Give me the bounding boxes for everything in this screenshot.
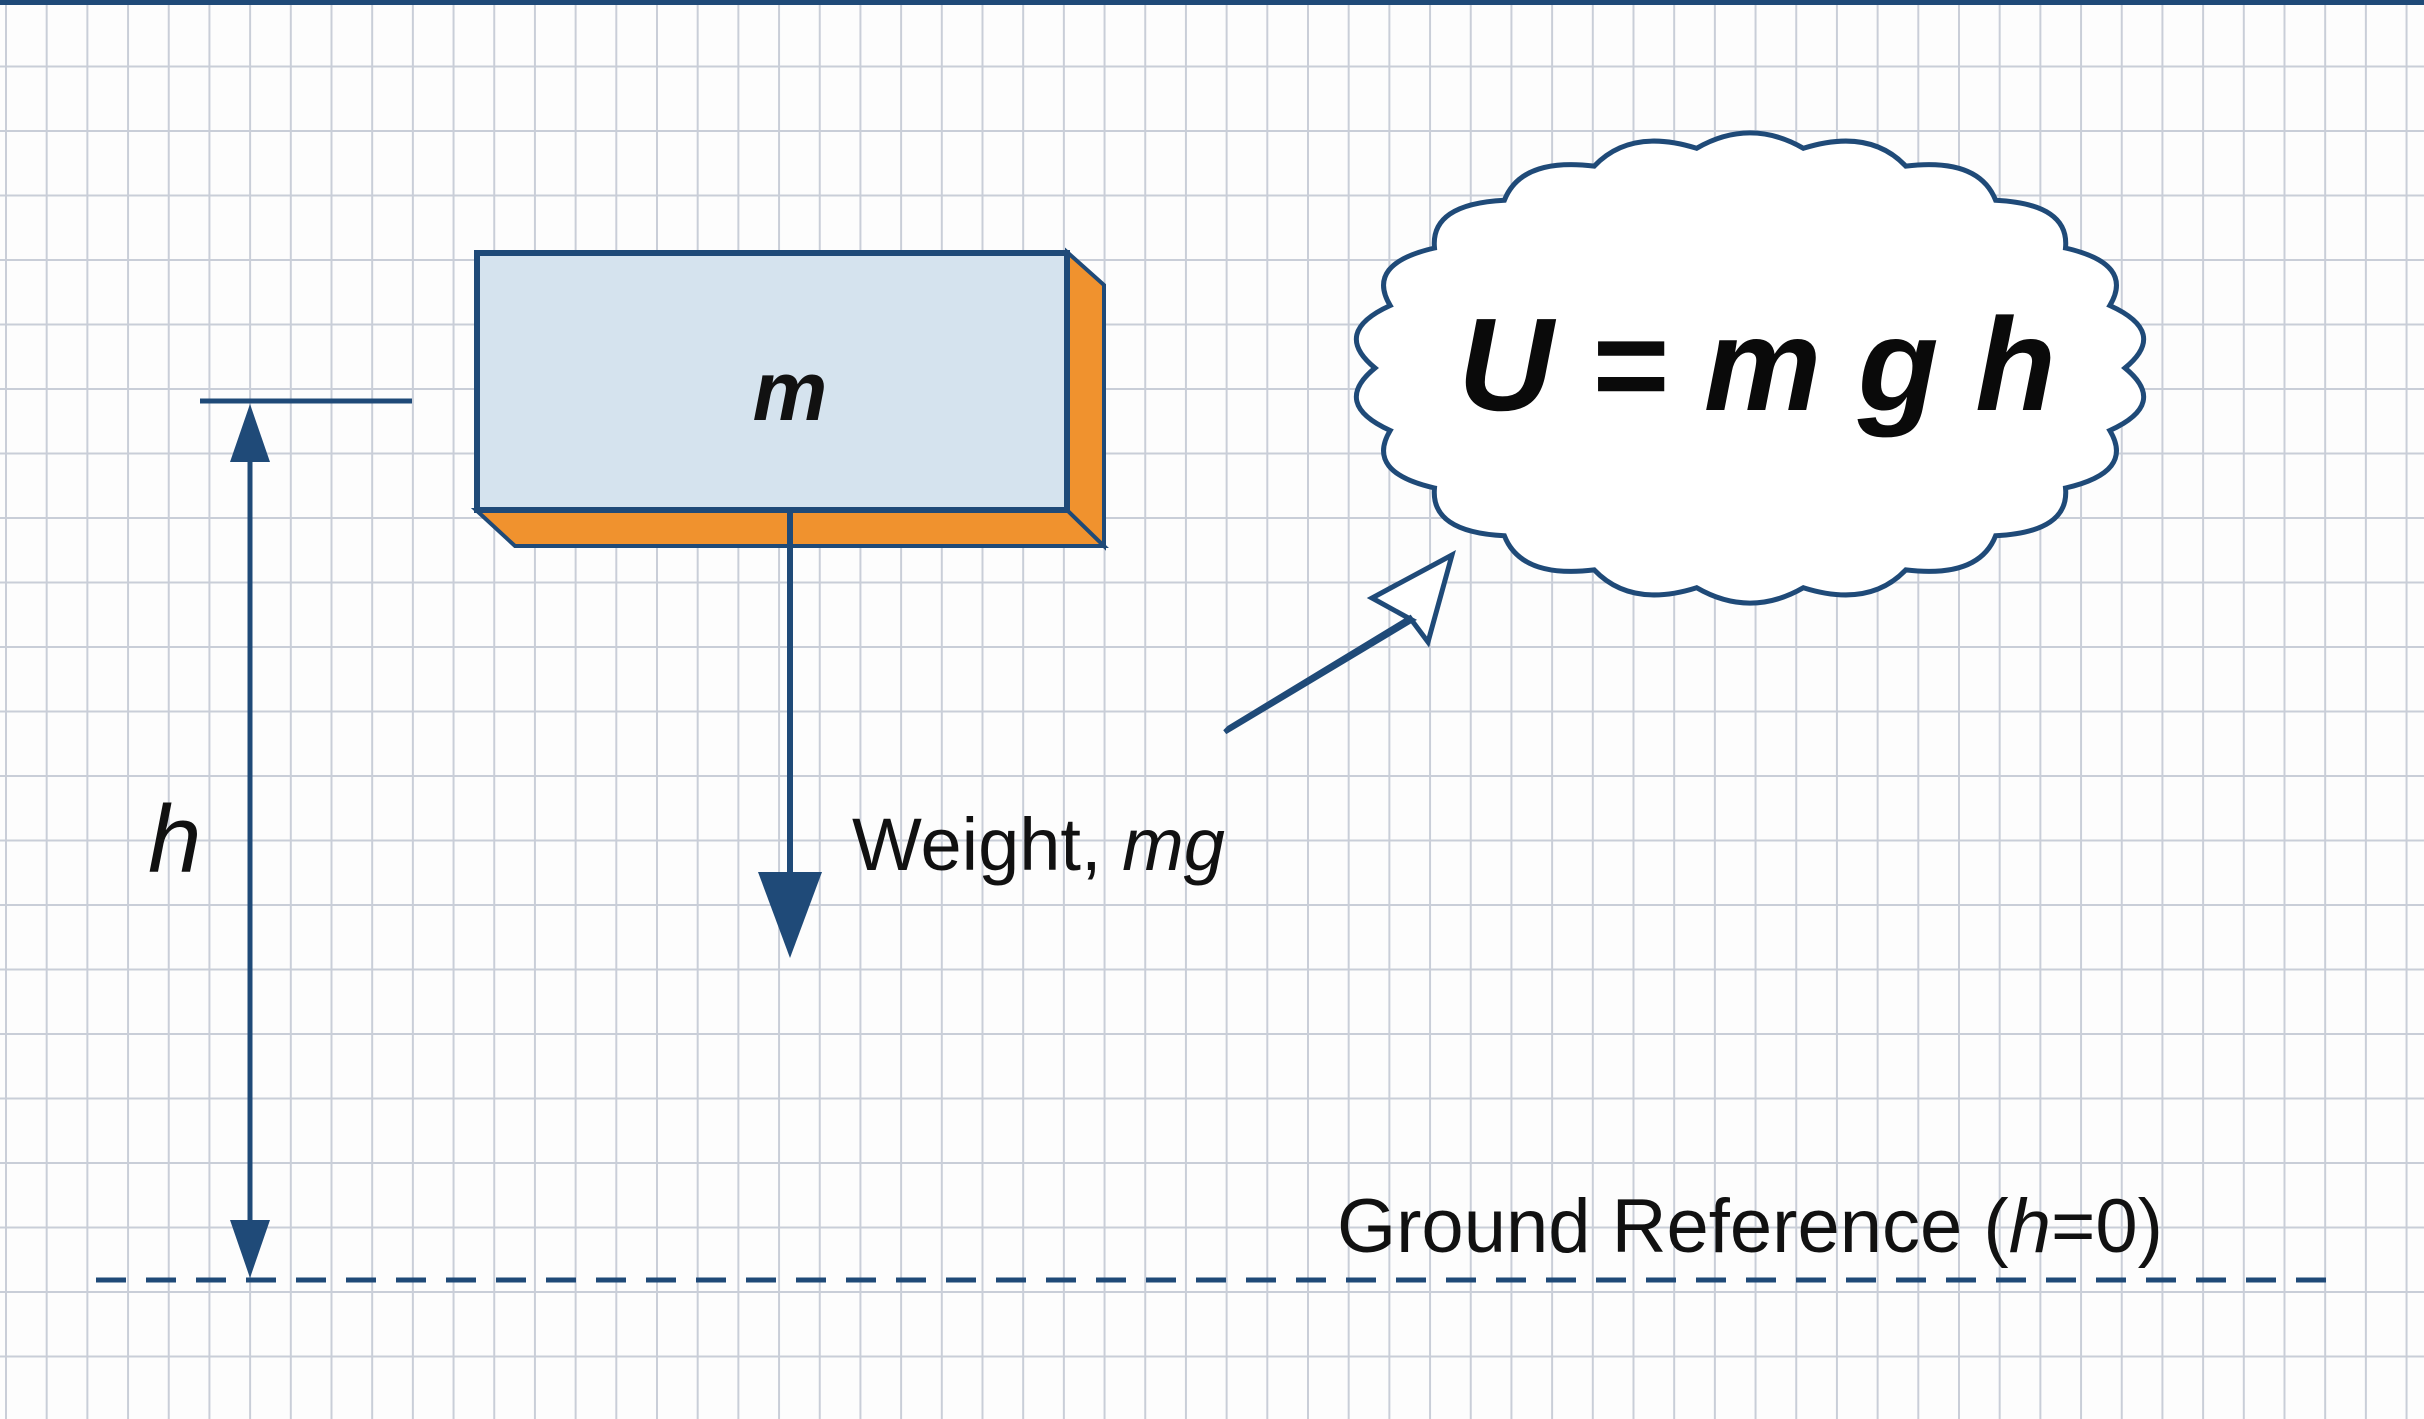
height-arrowhead-bottom [230, 1220, 270, 1278]
weight-arrowhead [758, 872, 822, 958]
block-side-face [1065, 247, 1106, 551]
mass-block [474, 250, 1070, 513]
height-label: h [148, 786, 201, 893]
height-arrowhead-top [230, 404, 270, 462]
ground-reference-label: Ground Reference (h=0) [1337, 1184, 2163, 1269]
weight-label: Weight, mg [852, 803, 1225, 886]
thought-cloud [1353, 130, 2147, 606]
mass-label: m [753, 344, 828, 438]
equation-text: U = m g h [1458, 291, 2056, 438]
pointer-arrow-icon [1223, 550, 1456, 735]
top-border [0, 0, 2424, 5]
